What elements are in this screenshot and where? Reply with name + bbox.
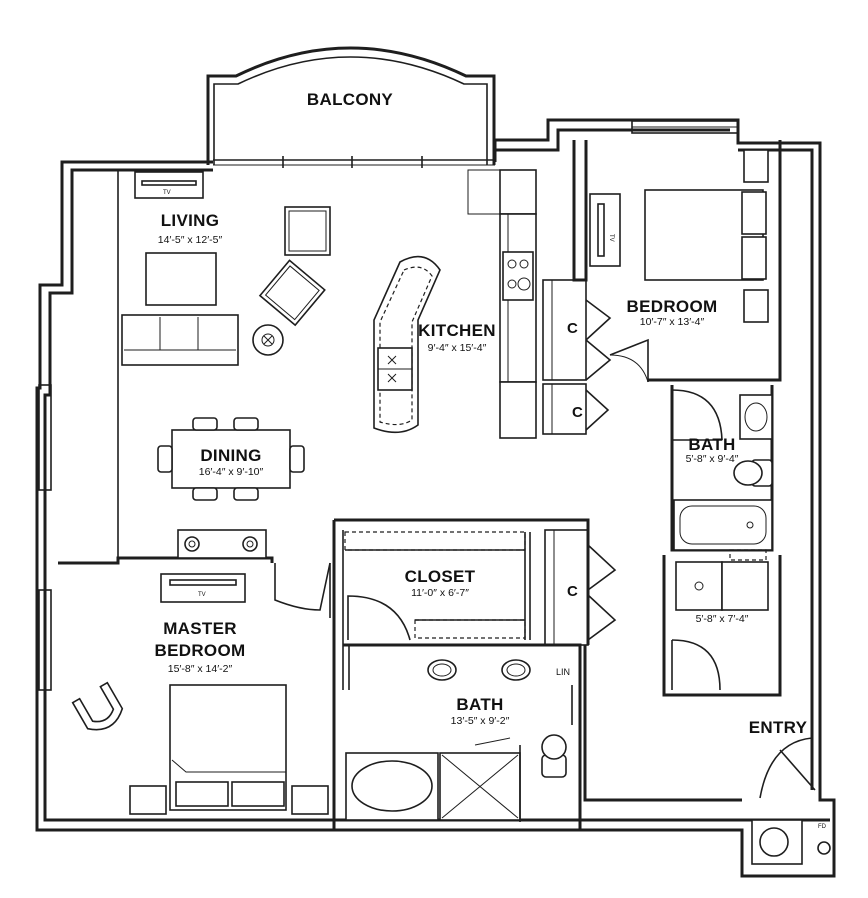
bedroom-furniture: TV [589, 149, 769, 323]
living-label: LIVING [161, 211, 219, 230]
bath2-label: BATH [688, 435, 735, 454]
tv-label-master: TV [198, 592, 206, 598]
closet-marker-3: C [567, 583, 578, 600]
master-label-line2: BEDROOM [155, 641, 246, 660]
living-furniture: TV [121, 171, 331, 366]
walk-in-closet [342, 531, 531, 690]
entry-fixtures: FD [751, 737, 831, 865]
master-dims: 15′-8″ x 14′-2″ [168, 663, 233, 675]
closet-marker-2: C [572, 404, 583, 421]
master-furniture: TV [71, 529, 331, 815]
living-dims: 14′-5″ x 12′-5″ [158, 234, 223, 246]
balcony [206, 46, 496, 168]
room-labels: BALCONY LIVING 14′-5″ x 12′-5″ KITCHEN 9… [155, 90, 808, 737]
master-bath-label: BATH [456, 695, 503, 714]
master-bath-dims: 13′-5″ x 9′-2″ [451, 715, 510, 727]
closet-marker-1: C [567, 320, 578, 337]
laundry-fixtures [671, 549, 769, 691]
closet-label: CLOSET [405, 567, 476, 586]
fd-label: FD [818, 824, 827, 830]
laundry-dims: 5′-8″ x 7′-4″ [696, 613, 749, 625]
kitchen-dims: 9′-4″ x 15′-4″ [428, 342, 487, 354]
bedroom-label: BEDROOM [627, 297, 718, 316]
linen-label: LIN [556, 667, 570, 677]
bath2-dims: 5′-8″ x 9′-4″ [686, 453, 739, 465]
kitchen-label: KITCHEN [418, 321, 496, 340]
entry-label: ENTRY [749, 718, 808, 737]
closets: C C C [542, 279, 649, 646]
kitchen-fixtures [373, 169, 537, 439]
master-label-line1: MASTER [163, 619, 237, 638]
dining-label: DINING [200, 446, 261, 465]
tv-label-living: TV [163, 190, 171, 196]
bedroom-dims: 10′-7″ x 13′-4″ [640, 316, 705, 328]
master-bath-fixtures: LIN [345, 659, 573, 822]
bath2-fixtures [671, 389, 773, 551]
balcony-label: BALCONY [307, 90, 394, 109]
dining-furniture [157, 417, 305, 501]
closet-dims: 11′-0″ x 6′-7″ [411, 587, 469, 599]
tv-label-bedroom: TV [608, 234, 614, 242]
dining-dims: 16′-4″ x 9′-10″ [199, 466, 264, 478]
